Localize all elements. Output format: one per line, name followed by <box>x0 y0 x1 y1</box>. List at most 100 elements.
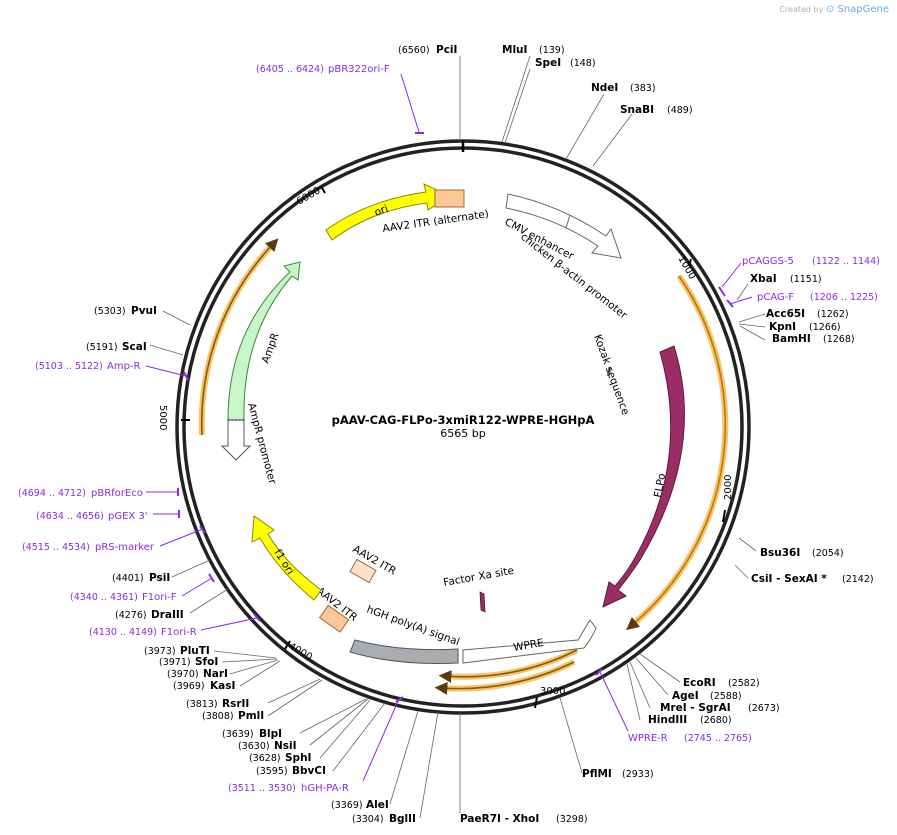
site-kasi-pos: (3969) <box>173 681 205 692</box>
snapgene-logo: ⊙ SnapGene <box>825 4 889 15</box>
site-ecori-name: EcoRI <box>683 677 716 689</box>
primer-amp-r-name: Amp-R <box>107 361 141 372</box>
site-labels: (6560) PciI MluI (139) SpeI (148) NdeI (… <box>86 44 874 825</box>
feature-kozak-label: Kozak sequence <box>591 333 631 417</box>
credit-brand: SnapGene <box>837 4 889 15</box>
site-agei-pos: (2588) <box>710 691 742 702</box>
feature-ampr-label: AmpR <box>260 331 282 365</box>
primer-pbr322ori-f-name: pBR322ori-F <box>328 64 390 75</box>
site-xbai-name: XbaI <box>750 273 777 285</box>
feature-factor-xa-label: Factor Xa site <box>442 565 514 589</box>
site-pflmi-name: PflMI <box>582 768 612 780</box>
site-nsii-name: NsiI <box>274 740 297 752</box>
site-pluti-pos: (3973) <box>144 646 176 657</box>
tick-label-4000: 4000 <box>287 641 315 663</box>
site-nari-name: NarI <box>203 668 228 680</box>
primer-pcag-f-name: pCAG-F <box>757 292 794 303</box>
site-pmli-name: PmlI <box>238 710 264 722</box>
site-bbvci-name: BbvCI <box>292 765 326 777</box>
primer-pcaggs-5-name: pCAGGS-5 <box>742 256 794 267</box>
site-bglii-pos: (3304) <box>352 814 384 825</box>
primer-f1ori-r-range: (4130 .. 4149) <box>89 627 157 638</box>
site-pvui-name: PvuI <box>131 305 157 317</box>
site-acc65i-name: Acc65I <box>766 308 805 320</box>
site-sphi-name: SphI <box>285 752 311 764</box>
feature-ampr-promoter-label: AmpR promoter <box>245 402 278 486</box>
site-snabi-name: SnaBI <box>620 104 654 116</box>
primer-wpre-r-name: WPRE-R <box>628 733 668 744</box>
site-agei-name: AgeI <box>672 690 699 702</box>
feature-f1-ori <box>251 515 322 601</box>
feature-factor-xa <box>479 591 486 613</box>
site-leaders <box>149 55 766 819</box>
feature-aav2-itr-2 <box>318 604 350 633</box>
plasmid-length: 6565 bp <box>440 427 485 440</box>
site-scai-name: ScaI <box>122 341 147 353</box>
feature-wpre-label: WPRE <box>512 637 544 654</box>
snapgene-credit: Created by ⊙ SnapGene <box>779 4 889 15</box>
feature-ampr <box>227 261 301 421</box>
site-spei-name: SpeI <box>535 57 561 69</box>
primer-wpre-r-range: (2745 .. 2765) <box>684 733 752 744</box>
site-paer7i-xhoi-pos: (3298) <box>556 814 588 825</box>
site-csii-sexai-name: CsiI - SexAI * <box>751 573 827 585</box>
feature-kozak <box>606 366 612 377</box>
site-spei-pos: (148) <box>570 58 596 69</box>
site-xbai-pos: (1151) <box>790 274 822 285</box>
site-hindiii-pos: (2680) <box>700 715 732 726</box>
primer-pcaggs-5-range: (1122 .. 1144) <box>812 256 880 267</box>
site-pvui-pos: (5303) <box>94 306 126 317</box>
site-draiii-name: DraIII <box>151 609 184 621</box>
tick-label-2000: 2000 <box>723 475 734 500</box>
site-sfoi-pos: (3971) <box>159 657 191 668</box>
site-sphi-pos: (3628) <box>249 753 281 764</box>
primer-pgex3-range: (4634 .. 4656) <box>36 511 104 522</box>
site-acc65i-pos: (1262) <box>817 309 849 320</box>
site-scai-pos: (5191) <box>86 342 118 353</box>
site-mrei-sgrai-pos: (2673) <box>748 703 780 714</box>
site-psii-pos: (4401) <box>112 573 144 584</box>
scale-ticks <box>181 185 726 709</box>
feature-ampr-promoter <box>220 419 252 461</box>
site-bamhi-name: BamHI <box>772 333 811 345</box>
site-nari-pos: (3970) <box>167 669 199 680</box>
primer-pcag-f-range: (1206 .. 1225) <box>810 292 878 303</box>
site-nsii-pos: (3630) <box>238 741 270 752</box>
site-mlui-name: MluI <box>502 44 527 56</box>
primer-pbrforeco-name: pBRforEco <box>91 488 143 499</box>
site-bbvci-pos: (3595) <box>256 766 288 777</box>
site-bglii-name: BglII <box>389 813 416 825</box>
primer-prs-marker-range: (4515 .. 4534) <box>22 542 90 553</box>
feature-wpre <box>462 619 597 664</box>
primer-leaders <box>145 73 753 782</box>
primer-labels: (6405 .. 6424) pBR322ori-F pCAGGS-5 (112… <box>18 64 880 794</box>
feature-f1-ori-label: f1 ori <box>271 547 296 577</box>
site-ecori-pos: (2582) <box>728 678 760 689</box>
site-bamhi-pos: (1268) <box>823 334 855 345</box>
feature-flpo <box>602 345 685 608</box>
site-ndei-name: NdeI <box>591 82 618 94</box>
site-bsu36i-name: Bsu36I <box>760 547 800 559</box>
primer-pbr322ori-f-range: (6405 .. 6424) <box>256 64 324 75</box>
site-rsrii-pos: (3813) <box>186 699 218 710</box>
site-mrei-sgrai-name: MreI - SgrAI <box>660 702 731 714</box>
site-paer7i-xhoi-name: PaeR7I - XhoI <box>460 813 539 825</box>
primer-hgh-pa-r-name: hGH-PA-R <box>301 783 349 794</box>
site-kasi-name: KasI <box>210 680 235 692</box>
site-alei-pos: (3369) <box>331 800 363 811</box>
primer-pgex3-name: pGEX 3' <box>108 511 148 522</box>
site-snabi-pos: (489) <box>667 105 693 116</box>
plasmid-name: pAAV-CAG-FLPo-3xmiR122-WPRE-HGHpA <box>332 413 595 427</box>
site-mlui-pos: (139) <box>539 45 565 56</box>
feature-hgh-polya <box>349 639 459 665</box>
primer-prs-marker-name: pRS-marker <box>95 542 155 553</box>
tick-label-3000: 3000 <box>540 686 565 697</box>
primer-hgh-pa-r-range: (3511 .. 3530) <box>228 783 296 794</box>
primer-pbrforeco-range: (4694 .. 4712) <box>18 488 86 499</box>
orf-arcs <box>198 238 729 695</box>
feature-hgh-polya-label: hGH poly(A) signal <box>365 604 461 649</box>
primer-f1ori-f-name: F1ori-F <box>142 592 177 603</box>
site-bsu36i-pos: (2054) <box>812 548 844 559</box>
feature-ori-label: ori <box>373 203 390 219</box>
